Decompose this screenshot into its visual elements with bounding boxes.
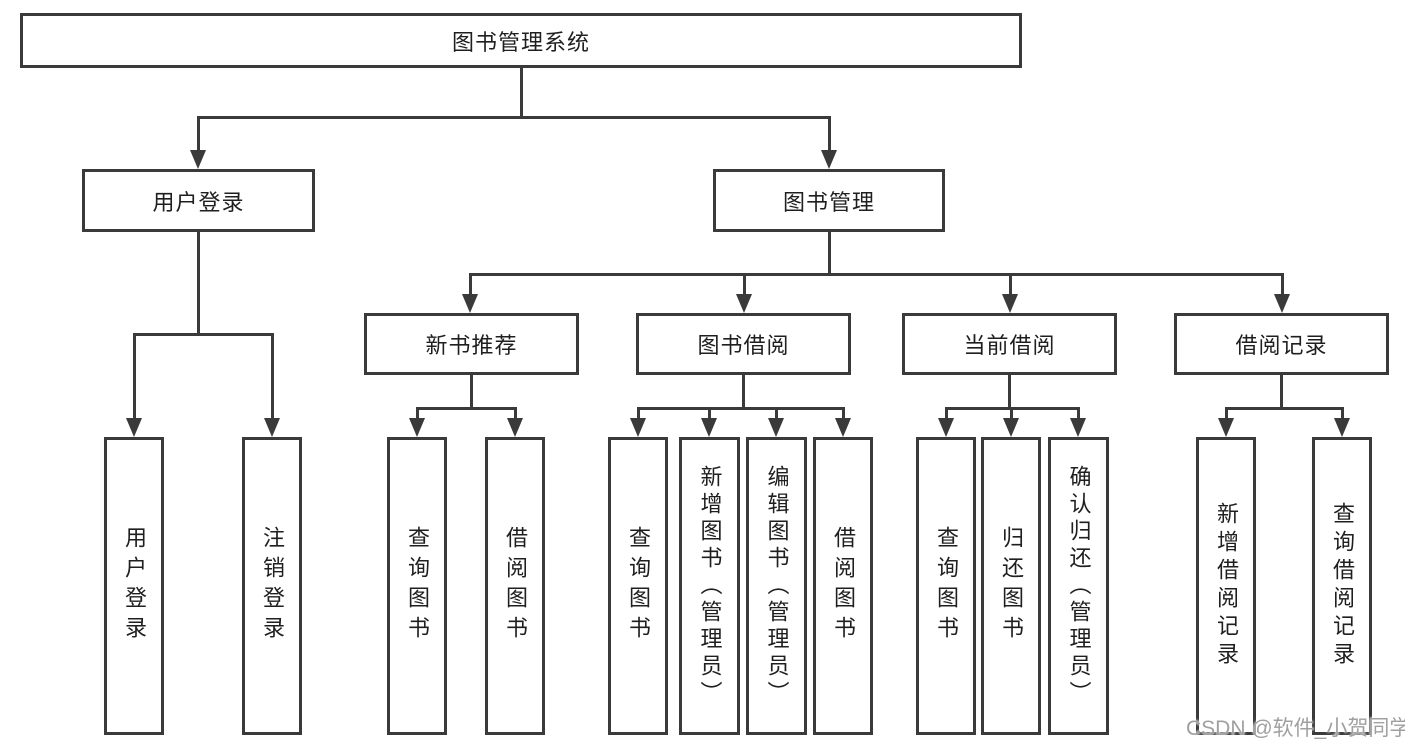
connector-drop-login-leaf: [133, 333, 136, 421]
connector-book-borrow-stem: [742, 375, 745, 410]
connector-drop-user-login: [197, 116, 200, 154]
node-nbr-query-label: 查询图书: [405, 526, 430, 646]
connector-drop-bb-borrow: [842, 407, 845, 421]
connector-current-borrow-stem: [1008, 375, 1011, 410]
node-nbr-borrow: 借阅图书: [485, 437, 545, 735]
arrow-down-icon: [768, 418, 784, 437]
node-cb-query-label: 查询图书: [934, 526, 959, 646]
arrow-down-icon: [1003, 418, 1019, 437]
connector-borrow-record-branch: [1225, 407, 1343, 410]
node-logout-leaf-label: 注销登录: [260, 526, 285, 646]
connector-drop-borrow-record: [1281, 273, 1284, 297]
connector-root-branch: [197, 116, 831, 119]
arrow-down-icon: [190, 150, 206, 169]
arrow-down-icon: [1218, 418, 1234, 437]
node-borrow-record-label: 借阅记录: [1235, 333, 1328, 358]
node-book-mgmt-label: 图书管理: [782, 189, 875, 215]
node-bb-query-label: 查询图书: [626, 526, 651, 646]
node-root-label: 图书管理系统: [451, 29, 590, 55]
node-br-query: 查询借阅记录: [1312, 437, 1372, 735]
node-bb-query: 查询图书: [608, 437, 668, 735]
node-root: 图书管理系统: [20, 13, 1022, 68]
connector-drop-logout-leaf: [271, 333, 274, 421]
node-book-mgmt: 图书管理: [713, 169, 945, 232]
connector-drop-new-book-rec: [469, 273, 472, 297]
connector-new-book-rec-branch: [416, 407, 517, 410]
arrow-down-icon: [1002, 294, 1018, 313]
node-cb-confirm-label: 确认归还（管理员）: [1066, 464, 1092, 708]
node-borrow-record: 借阅记录: [1174, 313, 1389, 375]
connector-drop-nbr-query: [416, 407, 419, 421]
node-user-login: 用户登录: [82, 169, 315, 232]
connector-drop-cb-query: [945, 407, 948, 421]
node-book-borrow-label: 图书借阅: [697, 333, 790, 358]
node-bb-add-label: 新增图书（管理员）: [697, 464, 723, 708]
connector-drop-bb-edit: [775, 407, 778, 421]
node-bb-edit: 编辑图书（管理员）: [746, 437, 807, 735]
node-new-book-rec: 新书推荐: [364, 313, 579, 375]
connector-drop-nbr-borrow: [514, 407, 517, 421]
node-bb-borrow-label: 借阅图书: [831, 526, 856, 646]
connector-drop-br-add: [1225, 407, 1228, 421]
arrow-down-icon: [1070, 418, 1086, 437]
node-bb-borrow: 借阅图书: [813, 437, 873, 735]
arrow-down-icon: [126, 418, 142, 437]
node-br-query-label: 查询借阅记录: [1330, 502, 1355, 670]
node-cb-query: 查询图书: [916, 437, 976, 735]
node-current-borrow-label: 当前借阅: [963, 333, 1056, 358]
connector-drop-br-query: [1341, 407, 1344, 421]
connector-user-login-stem: [197, 232, 200, 336]
connector-drop-book-mgmt: [828, 116, 831, 154]
arrow-down-icon: [462, 294, 478, 313]
node-login-leaf-label: 用户登录: [122, 526, 147, 646]
node-new-book-rec-label: 新书推荐: [425, 333, 518, 358]
arrow-down-icon: [736, 294, 752, 313]
arrow-down-icon: [630, 418, 646, 437]
node-cb-return-label: 归还图书: [999, 526, 1024, 646]
connector-drop-bb-query: [637, 407, 640, 421]
arrow-down-icon: [701, 418, 717, 437]
connector-drop-current-borrow: [1009, 273, 1012, 297]
connector-borrow-record-stem: [1280, 375, 1283, 410]
arrow-down-icon: [1334, 418, 1350, 437]
node-cb-return: 归还图书: [981, 437, 1041, 735]
arrow-down-icon: [1274, 294, 1290, 313]
connector-book-mgmt-stem: [828, 232, 831, 276]
node-br-add-label: 新增借阅记录: [1214, 502, 1239, 670]
node-bb-edit-label: 编辑图书（管理员）: [764, 464, 790, 708]
node-nbr-query: 查询图书: [387, 437, 447, 735]
node-bb-add: 新增图书（管理员）: [679, 437, 740, 735]
node-book-borrow: 图书借阅: [636, 313, 851, 375]
arrow-down-icon: [938, 418, 954, 437]
node-logout-leaf: 注销登录: [242, 437, 302, 735]
arrow-down-icon: [835, 418, 851, 437]
node-login-leaf: 用户登录: [104, 437, 164, 735]
arrow-down-icon: [507, 418, 523, 437]
connector-drop-cb-return: [1010, 407, 1013, 421]
node-cb-confirm: 确认归还（管理员）: [1048, 437, 1109, 735]
node-user-login-label: 用户登录: [152, 189, 245, 215]
connector-book-mgmt-branch: [469, 273, 1283, 276]
connector-book-borrow-branch: [637, 407, 844, 410]
arrow-down-icon: [821, 150, 837, 169]
node-nbr-borrow-label: 借阅图书: [503, 526, 528, 646]
arrow-down-icon: [409, 418, 425, 437]
connector-new-book-rec-stem: [470, 375, 473, 410]
connector-drop-book-borrow: [743, 273, 746, 297]
connector-user-login-branch: [133, 333, 274, 336]
csdn-watermark: CSDN @软件_小贺同学: [1186, 717, 1405, 740]
connector-root-stem: [520, 68, 523, 117]
connector-drop-bb-add: [708, 407, 711, 421]
node-br-add: 新增借阅记录: [1196, 437, 1256, 735]
arrow-down-icon: [264, 418, 280, 437]
connector-drop-cb-confirm: [1077, 407, 1080, 421]
node-current-borrow: 当前借阅: [902, 313, 1117, 375]
